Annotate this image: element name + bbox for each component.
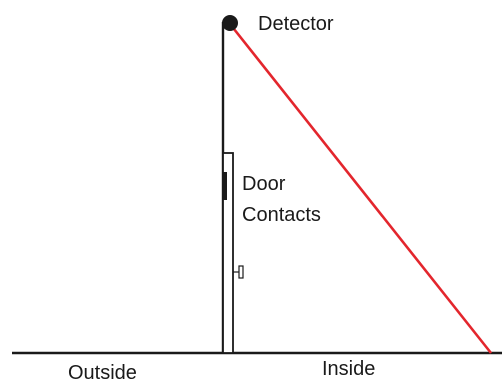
door [222,152,234,354]
door-handle-icon [233,265,244,279]
inside-label: Inside [322,358,375,380]
door-contacts [222,172,227,200]
detector-beam [228,23,493,354]
door-contacts-label-line2: Contacts [242,204,321,226]
detector-icon [222,15,238,31]
door-contacts-label-line1: Door [242,173,286,195]
detector-label: Detector [258,13,334,35]
outside-label: Outside [68,362,137,383]
